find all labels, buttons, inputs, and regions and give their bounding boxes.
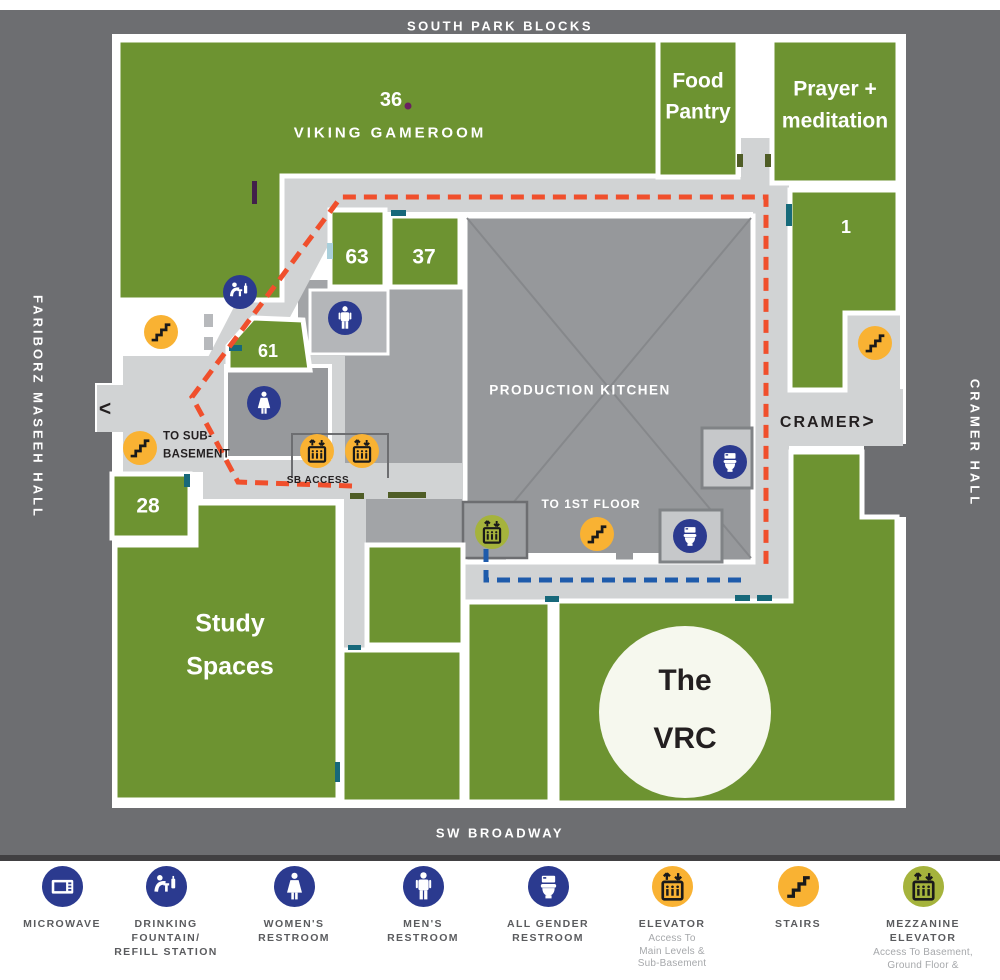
- stairs-icon-sub-basement: [123, 431, 157, 465]
- door-markers: [184, 154, 792, 782]
- room-label-study-2: Spaces: [186, 652, 274, 681]
- street-label-left: FARIBORZ MASEEH HALL: [30, 295, 46, 519]
- legend-label: RESTROOM: [258, 932, 330, 944]
- legend-sublabel: Ground Floor &: [887, 959, 959, 971]
- legend-item-stairs: STAIRS: [723, 866, 873, 931]
- room-28: [109, 471, 193, 541]
- legend-label: MEZZANINE: [886, 918, 960, 930]
- room-label-food-pantry-2: Pantry: [665, 100, 731, 124]
- stairs-icon-first-floor: [580, 517, 614, 551]
- stairs-icon: [144, 315, 178, 349]
- room-1: [787, 187, 901, 393]
- room-number-36: 36: [379, 89, 403, 111]
- mens-restroom-icon: [328, 301, 362, 335]
- legend-item-mens-restroom: MEN'S RESTROOM: [348, 866, 498, 945]
- all-gender-restroom-icon: [713, 445, 747, 479]
- room-green-c: [464, 599, 553, 805]
- cramer-exit-arrow-icon: >: [862, 411, 874, 433]
- legend-label: ELEVATOR: [889, 932, 957, 944]
- legend-label: FOUNTAIN/: [131, 932, 201, 944]
- legend-label: WOMEN'S: [263, 918, 325, 930]
- vrc-label-1: The: [658, 664, 712, 697]
- street-label-right: CRAMER HALL: [967, 378, 983, 508]
- floor-plan-graphic: [0, 10, 1000, 855]
- legend-item-mezzanine-elevator: MEZZANINE ELEVATOR Access To Basement, G…: [848, 866, 998, 972]
- elevator-icon: [652, 866, 693, 907]
- sb-access-label: SB ACCESS: [286, 475, 350, 486]
- room-label-prayer-1: Prayer +: [793, 77, 877, 101]
- all-gender-restroom-icon: [528, 866, 569, 907]
- legend-sublabel: Access To: [648, 933, 696, 944]
- legend-label: RESTROOM: [512, 932, 584, 944]
- legend-label: DRINKING: [134, 918, 198, 930]
- room-number-37: 37: [412, 245, 436, 269]
- mens-restroom-icon: [403, 866, 444, 907]
- legend-item-all-gender-restroom: ALL GENDER RESTROOM: [473, 866, 623, 945]
- room-green-b: [339, 647, 465, 805]
- room-label-production-kitchen: PRODUCTION KITCHEN: [489, 382, 671, 398]
- legend-item-womens-restroom: WOMEN'S RESTROOM: [219, 866, 369, 945]
- legend-item-elevator: ELEVATOR Access To Main Levels & Sub-Bas…: [597, 866, 747, 971]
- legend-label: ALL GENDER: [506, 918, 590, 930]
- room-number-63: 63: [345, 245, 369, 269]
- all-gender-restroom-icon: [673, 519, 707, 553]
- legend-label: ELEVATOR: [638, 918, 706, 930]
- legend-sublabel: Sub-Basement: [637, 958, 707, 969]
- mezzanine-elevator-icon: [903, 866, 944, 907]
- room-label-food-pantry-1: Food: [672, 69, 724, 93]
- street-label-top: SOUTH PARK BLOCKS: [407, 18, 593, 34]
- legend-label: STAIRS: [774, 918, 822, 930]
- legend-divider: [0, 855, 1000, 861]
- elevator-icon: [300, 434, 334, 468]
- stairs-icon: [778, 866, 819, 907]
- legend-label: MEN'S: [403, 918, 443, 930]
- to-sub-basement-label-1: TO SUB-: [163, 430, 213, 443]
- mezzanine-elevator-icon: [475, 515, 509, 549]
- east-gray-notch: [864, 444, 906, 517]
- room-63: [327, 207, 388, 290]
- elevator-bay-outline: [291, 433, 389, 478]
- elevator-icon: [345, 434, 379, 468]
- west-exit-arrow-icon: <: [98, 397, 112, 421]
- room-label-prayer-2: meditation: [781, 109, 889, 133]
- room-study-spaces: [112, 500, 341, 803]
- room-number-61: 61: [257, 341, 279, 361]
- room-number-1: 1: [840, 217, 852, 237]
- room-label-study-1: Study: [195, 609, 265, 638]
- door-tab: [204, 314, 213, 327]
- legend-item-microwave: MICROWAVE: [0, 866, 137, 931]
- door-tab: [204, 337, 213, 350]
- legend-label: MICROWAVE: [23, 918, 101, 930]
- floor-plan-map: SOUTH PARK BLOCKS SW BROADWAY FARIBORZ M…: [0, 10, 1000, 855]
- womens-restroom-icon: [247, 386, 281, 420]
- rooms-green: [109, 37, 901, 806]
- to-sub-basement-label-2: BASEMENT: [163, 448, 230, 461]
- vrc-label-2: VRC: [653, 722, 717, 755]
- to-first-floor-label: TO 1ST FLOOR: [541, 497, 641, 511]
- room-prayer-meditation: [769, 37, 901, 186]
- womens-restroom-icon: [274, 866, 315, 907]
- microwave-icon: [42, 866, 83, 907]
- legend-label: REFILL STATION: [114, 946, 218, 958]
- room-37: [387, 213, 463, 290]
- corridors: [97, 138, 903, 649]
- stairs-icon-east: [858, 326, 892, 360]
- legend-item-drinking-fountain: DRINKING FOUNTAIN/ REFILL STATION: [91, 866, 241, 959]
- room-food-pantry: [655, 37, 741, 180]
- legend-sublabel: Access To Basement,: [873, 947, 973, 958]
- route-blue-dashed: [483, 549, 744, 583]
- marker-dot: [404, 102, 412, 110]
- cramer-exit-label: CRAMER: [779, 414, 863, 431]
- drinking-fountain-icon: [146, 866, 187, 907]
- route-red-dashed: [189, 194, 769, 571]
- vrc-badge: [599, 626, 771, 798]
- legend-sublabel: Main Levels &: [639, 945, 705, 957]
- legend-label: RESTROOM: [387, 932, 459, 944]
- street-label-bottom: SW BROADWAY: [435, 825, 565, 841]
- room-green-a: [364, 542, 466, 648]
- room-number-28: 28: [136, 494, 160, 518]
- room-label-viking-gameroom: VIKING GAMEROOM: [293, 124, 487, 142]
- drinking-fountain-icon: [223, 275, 257, 309]
